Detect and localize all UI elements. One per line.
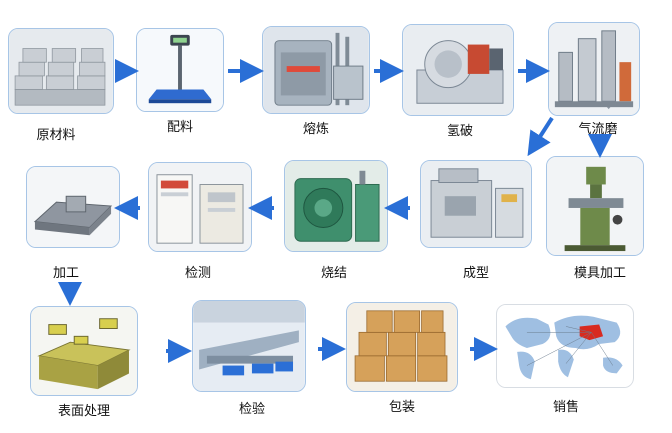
machined-part-icon	[27, 167, 119, 247]
ingot-stack-icon	[9, 29, 113, 113]
step-label: 成型	[462, 266, 490, 281]
packaging-image	[346, 302, 458, 392]
step-label: 气流磨	[578, 122, 618, 137]
sintering-image	[284, 160, 388, 252]
arrow-diagonal-icon	[527, 116, 554, 157]
hydrogen-furnace-icon	[403, 25, 513, 115]
step-label: 销售	[552, 400, 580, 415]
step-label: 检验	[238, 402, 266, 417]
inspection-1-image	[148, 162, 252, 252]
platform-scale-icon	[137, 29, 223, 111]
plating-tank-icon	[31, 307, 137, 395]
step-label: 原材料	[36, 128, 76, 143]
jet-mill-icon	[549, 23, 639, 115]
mold-machining-image	[546, 156, 644, 256]
forming-image	[420, 160, 532, 248]
test-equipment-icon	[149, 163, 251, 251]
raw-material-image	[8, 28, 114, 114]
machining-image	[26, 166, 120, 248]
sintering-furnace-icon	[285, 161, 387, 251]
step-label: 烧结	[320, 266, 348, 281]
step-label: 配料	[166, 120, 194, 135]
surface-treatment-image	[30, 306, 138, 396]
step-label: 加工	[52, 266, 80, 281]
smelting-image	[262, 26, 370, 114]
step-label: 氢破	[446, 124, 474, 139]
step-label: 包装	[388, 400, 416, 415]
sales-image	[496, 304, 634, 388]
inspection-line-icon	[193, 301, 305, 391]
melting-furnace-icon	[263, 27, 369, 113]
hydrogen-decrepitation-image	[402, 24, 514, 116]
cardboard-boxes-icon	[347, 303, 457, 391]
step-label: 检测	[184, 266, 212, 281]
step-label: 模具加工	[573, 266, 627, 281]
world-map-icon	[497, 305, 633, 387]
step-label: 表面处理	[57, 404, 111, 419]
milling-machine-icon	[547, 157, 643, 255]
inspection-2-image	[192, 300, 306, 392]
step-label: 熔炼	[302, 122, 330, 137]
press-machine-icon	[421, 161, 531, 247]
batching-image	[136, 28, 224, 112]
jet-milling-image	[548, 22, 640, 116]
